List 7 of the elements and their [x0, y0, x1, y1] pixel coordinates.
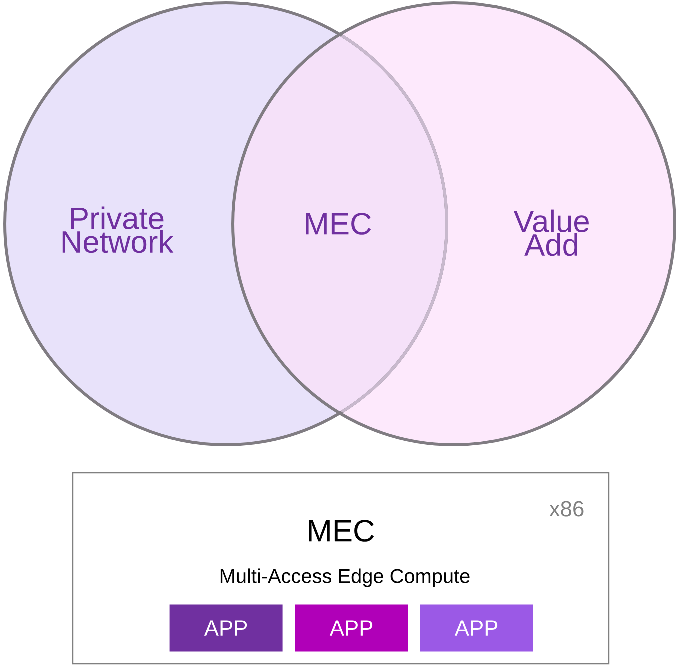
app-box: APP — [170, 604, 283, 652]
app-box: APP — [420, 604, 534, 652]
platform-label: x86 — [550, 501, 584, 517]
app-box: APP — [295, 604, 408, 652]
overlap-label: MEC — [306, 213, 372, 235]
box-title: MEC — [309, 520, 374, 542]
box-subtitle: Multi-Access Edge Compute — [220, 568, 470, 588]
